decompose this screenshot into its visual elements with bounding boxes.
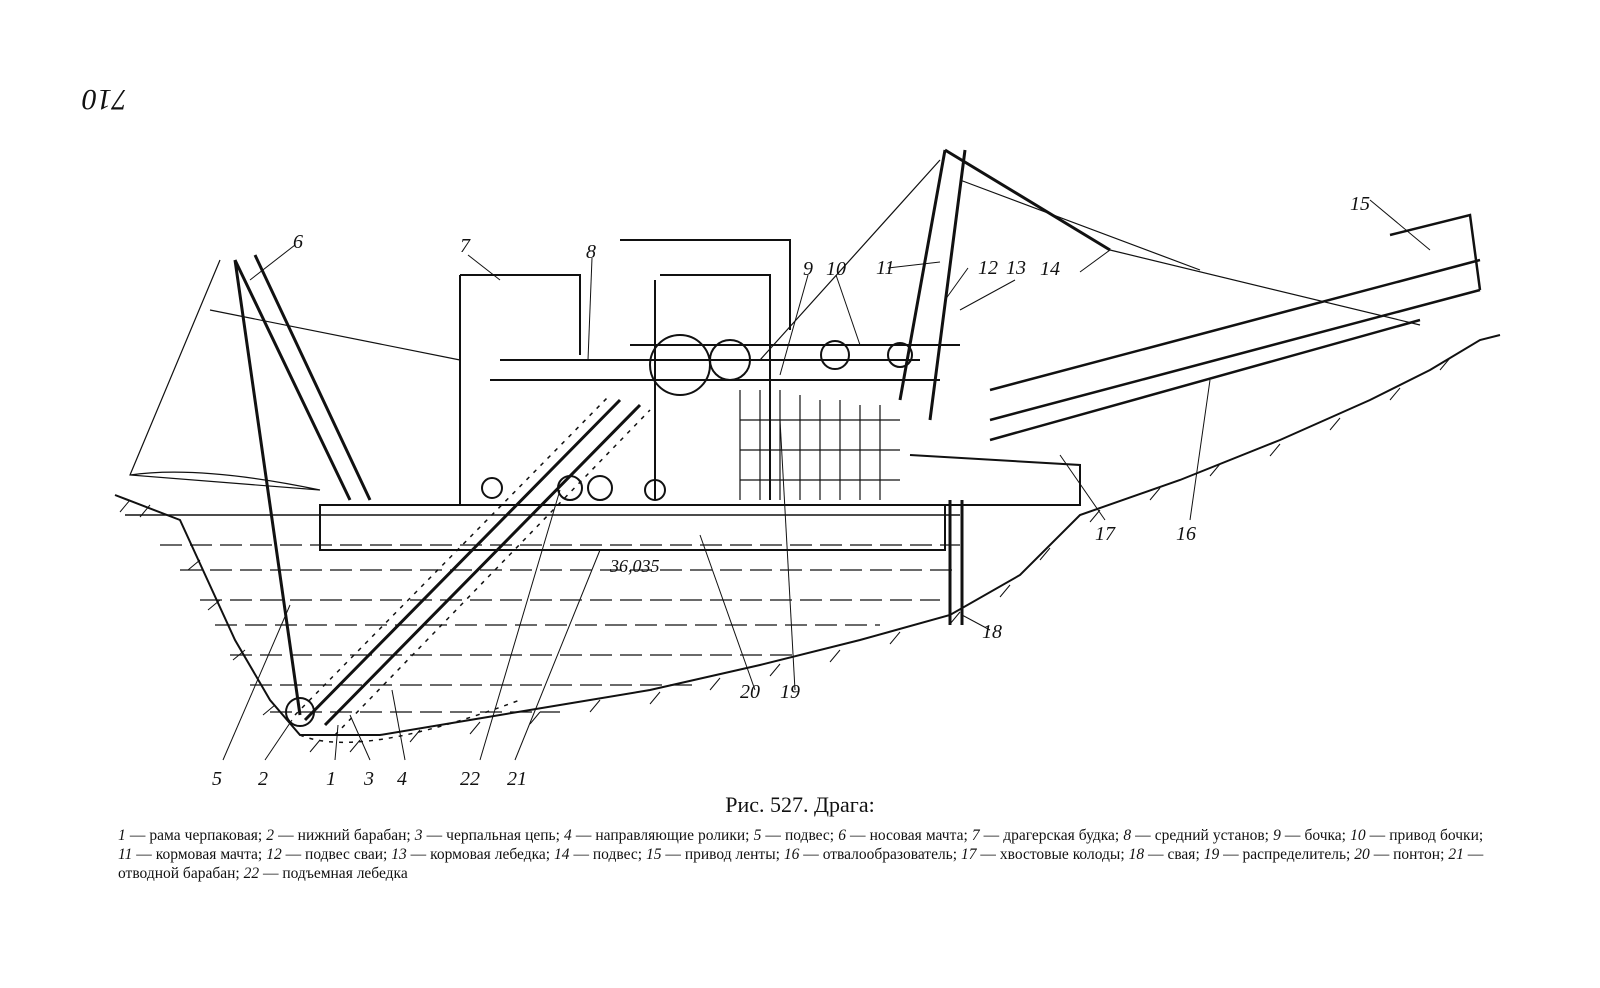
dredge-drawing: 36,035 1 2 3 4 5 6 7 8 9 10 11 bbox=[114, 148, 1501, 790]
riverbed-line bbox=[114, 334, 1501, 736]
screen-structure bbox=[739, 390, 900, 500]
winch-drum-c bbox=[644, 479, 666, 501]
legend-item: 19 — распределитель; bbox=[1203, 846, 1351, 863]
callout-11: 11 bbox=[876, 257, 895, 279]
callout-9: 9 bbox=[803, 258, 813, 280]
riverbed-hatch bbox=[119, 357, 1451, 753]
legend-item: 13 — кормовая лебедка; bbox=[391, 846, 551, 863]
drive-pulley bbox=[820, 340, 850, 370]
callout-20: 20 bbox=[740, 681, 760, 703]
legend-item: 3 — черпальная цепь; bbox=[414, 827, 560, 844]
lower-tumbler bbox=[285, 697, 315, 727]
legend-item: 4 — направляющие ролики; bbox=[564, 827, 750, 844]
drive-pulley-b bbox=[887, 342, 913, 368]
callout-8: 8 bbox=[586, 241, 596, 263]
pontoon-hull bbox=[319, 504, 946, 551]
legend-item: 10 — привод бочки; bbox=[1350, 827, 1484, 844]
legend-item: 2 — нижний барабан; bbox=[266, 827, 411, 844]
legend-item: 8 — средний установ; bbox=[1123, 827, 1269, 844]
callout-labels: 1 2 3 4 5 6 7 8 9 10 11 12 13 14 15 16 1… bbox=[212, 193, 1370, 790]
legend-item: 14 — подвес; bbox=[554, 846, 643, 863]
callout-22: 22 bbox=[460, 768, 480, 790]
legend-item: 1 — рама черпаковая; bbox=[118, 827, 263, 844]
legend-item: 15 — привод ленты; bbox=[645, 846, 780, 863]
legend-item: 12 — подвес сваи; bbox=[266, 846, 388, 863]
legend-item: 20 — понтон; bbox=[1354, 846, 1445, 863]
callout-16: 16 bbox=[1176, 523, 1196, 545]
legend-item: 7 — драгерская будка; bbox=[971, 827, 1120, 844]
callout-7: 7 bbox=[460, 235, 471, 257]
figure-legend: 1 — рама черпаковая; 2 — нижний барабан;… bbox=[118, 826, 1483, 883]
callout-2: 2 bbox=[258, 768, 268, 790]
bow-mast bbox=[233, 254, 372, 716]
winch-drum-d bbox=[481, 477, 503, 499]
figure-caption-title: Рис. 527. Драга: bbox=[725, 792, 875, 817]
callout-4: 4 bbox=[397, 768, 407, 790]
callout-leaders bbox=[222, 199, 1431, 761]
legend-item: 5 — подвес; bbox=[753, 827, 835, 844]
legend-item: 17 — хвостовые колоды; bbox=[961, 846, 1125, 863]
callout-10: 10 bbox=[826, 258, 846, 280]
stacker bbox=[989, 213, 1482, 442]
callout-18: 18 bbox=[982, 621, 1002, 643]
bucket-ladder bbox=[303, 398, 642, 727]
waterline-mark: 36,035 bbox=[609, 556, 660, 576]
winch-drum-b bbox=[587, 475, 613, 501]
callout-5: 5 bbox=[212, 768, 222, 790]
callout-21: 21 bbox=[507, 768, 527, 790]
callout-13: 13 bbox=[1006, 257, 1026, 279]
spud bbox=[948, 500, 964, 625]
legend-item: 22 — подъемная лебедка bbox=[243, 865, 408, 882]
callout-3: 3 bbox=[363, 768, 374, 790]
callout-19: 19 bbox=[780, 681, 800, 703]
callout-6: 6 bbox=[293, 231, 303, 253]
stern-mast bbox=[898, 148, 1111, 421]
callout-1: 1 bbox=[326, 768, 336, 790]
bow-truss bbox=[129, 259, 461, 491]
winch-drum-a bbox=[557, 475, 583, 501]
legend-item: 9 — бочка; bbox=[1273, 827, 1346, 844]
legend-item: 6 — носовая мачта; bbox=[838, 827, 968, 844]
legend-item: 16 — отвалообразователь; bbox=[783, 846, 958, 863]
legend-item: 18 — свая; bbox=[1128, 846, 1200, 863]
legend-item: 11 — кормовая мачта; bbox=[118, 846, 263, 863]
drive-wheel bbox=[709, 339, 751, 381]
stern-lines bbox=[759, 159, 1421, 361]
tailings-sluice bbox=[909, 454, 1081, 506]
callout-15: 15 bbox=[1350, 193, 1370, 215]
callout-12: 12 bbox=[978, 257, 998, 279]
legend-item: 21 — отводной барабан; bbox=[118, 846, 1484, 882]
callout-17: 17 bbox=[1095, 523, 1116, 545]
callout-14: 14 bbox=[1040, 258, 1060, 280]
water-dash bbox=[160, 544, 960, 713]
